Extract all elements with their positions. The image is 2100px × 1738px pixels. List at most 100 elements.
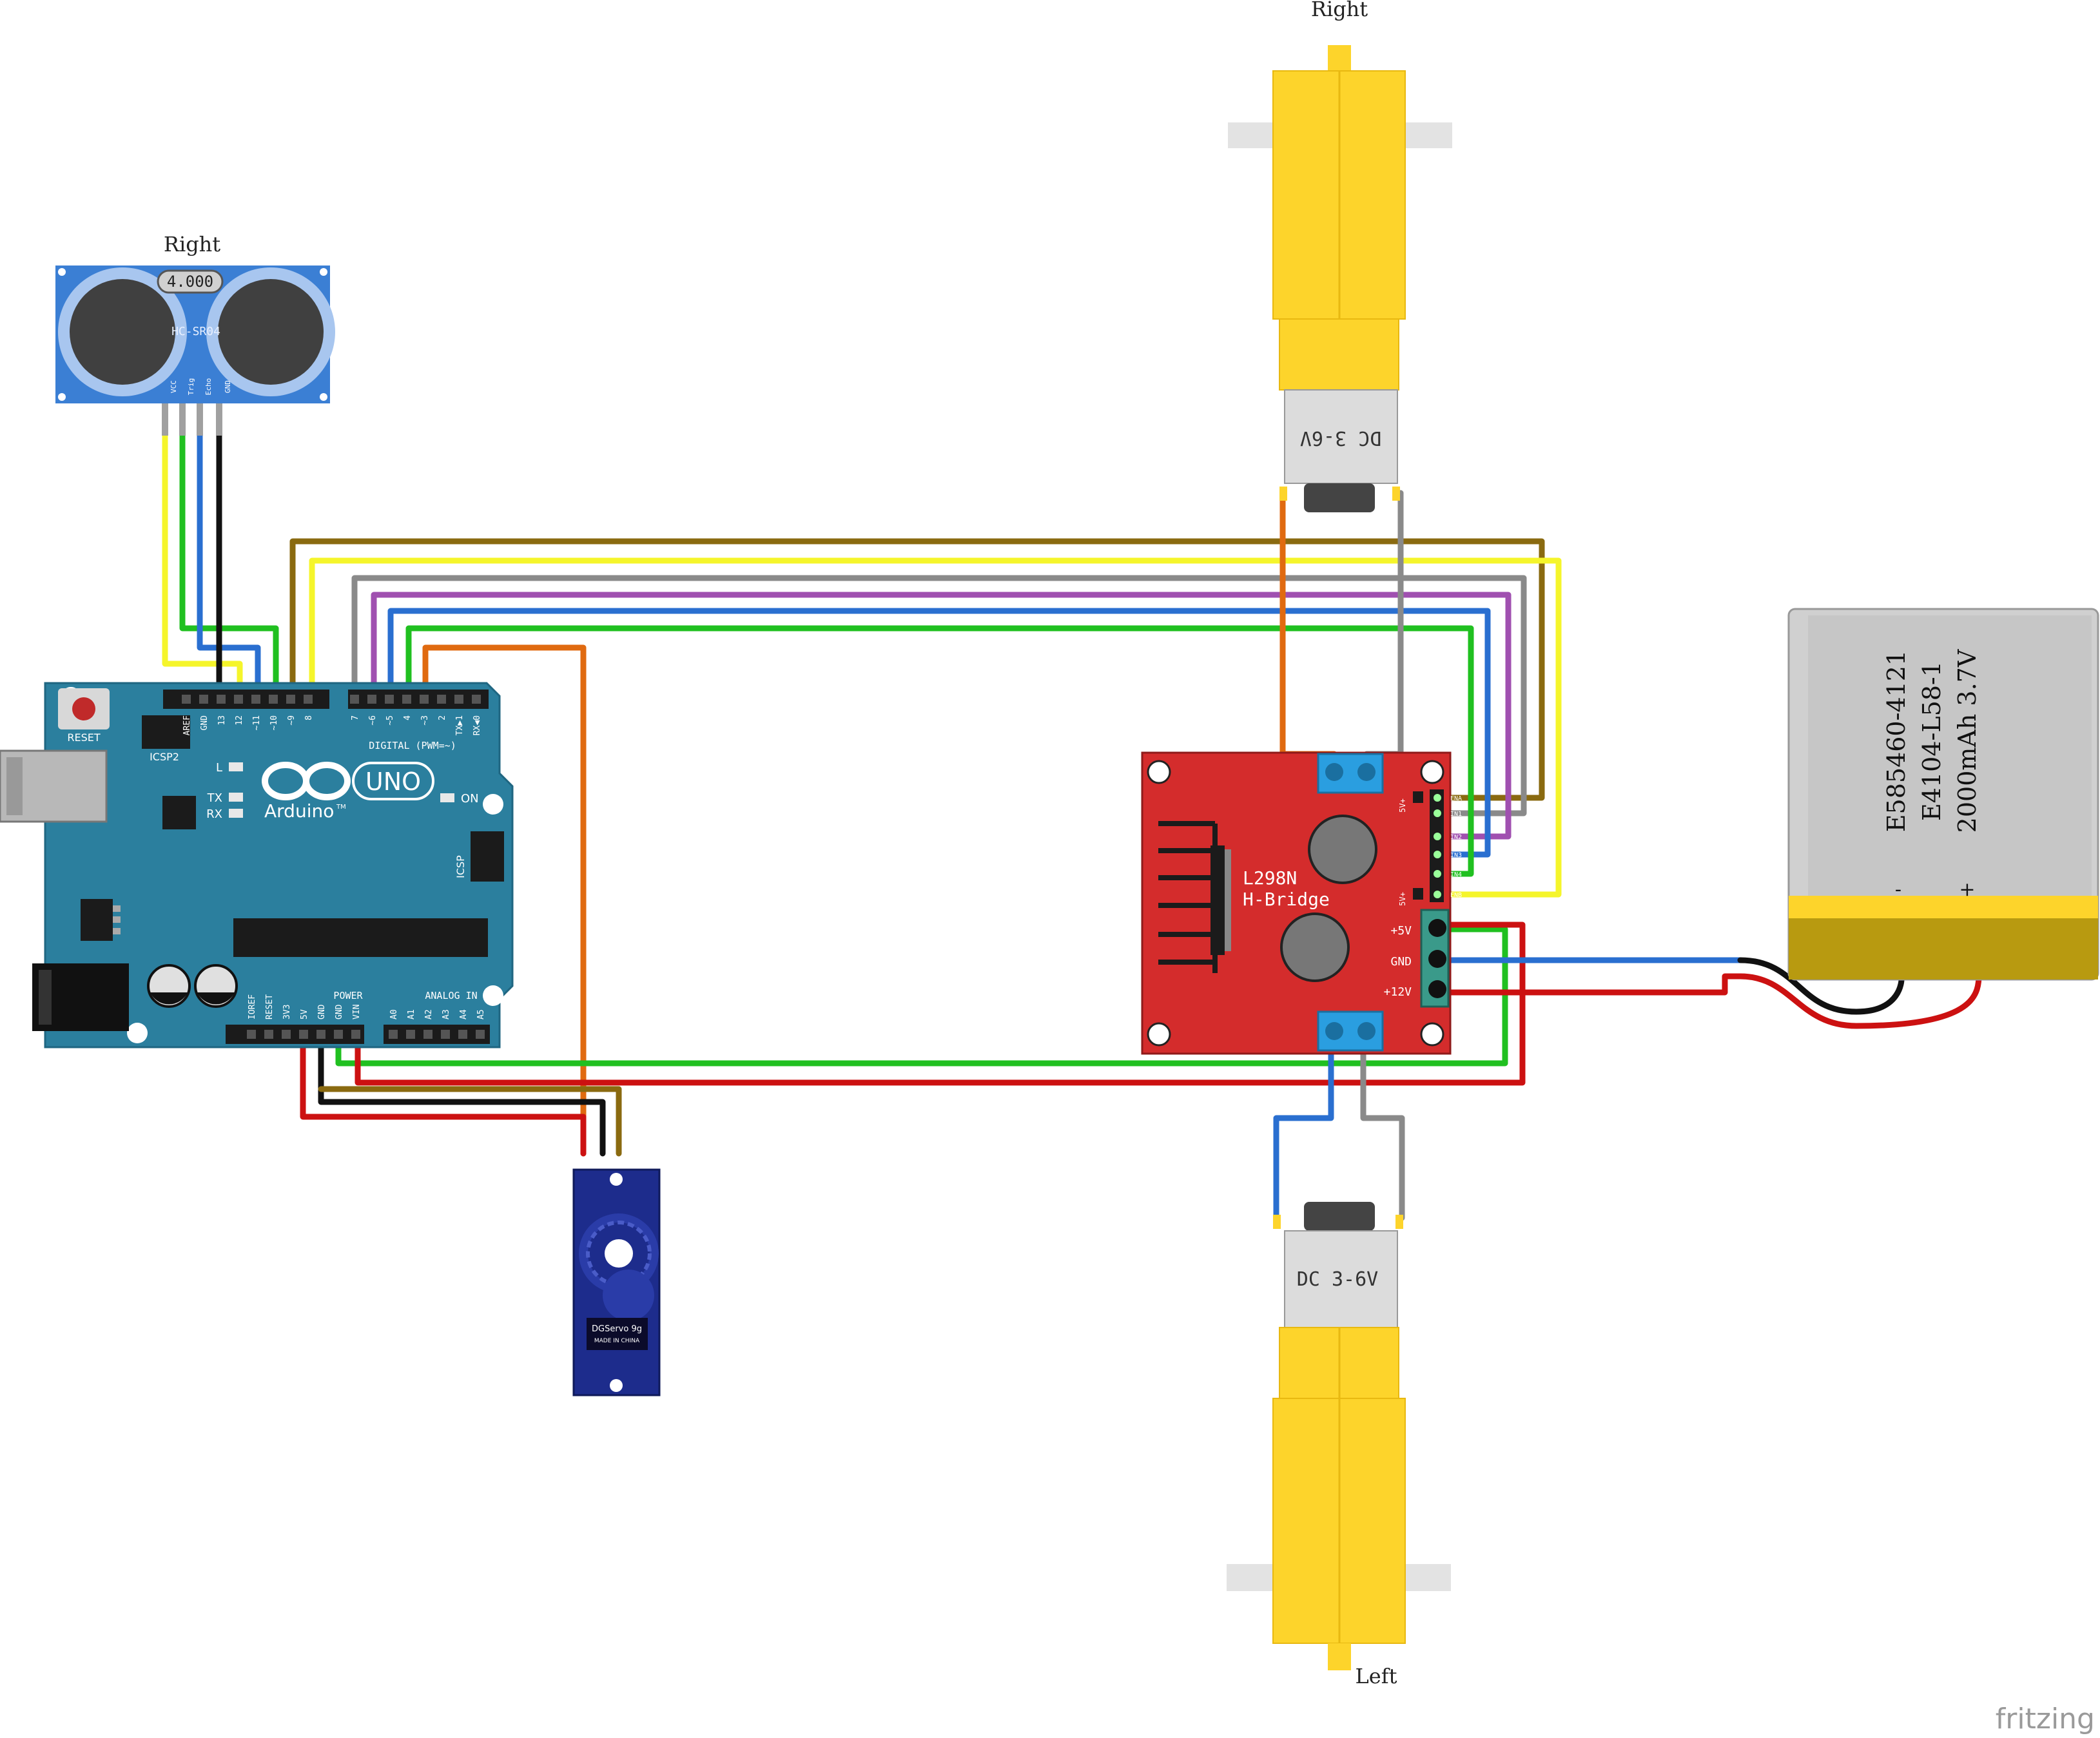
arduino-analog-pin[interactable]	[389, 1030, 398, 1039]
hbridge-input-pin-label: IN1	[1450, 811, 1462, 818]
arduino-digital-pin[interactable]	[402, 695, 411, 704]
arduino-digital-pin-label: ~5	[385, 715, 395, 726]
hbridge-input-pin-label: ENB	[1450, 892, 1462, 899]
arduino-digital-pin-label: ~10	[269, 715, 279, 730]
wire-top-motor-orange[interactable]	[1279, 490, 1337, 773]
arduino-digital-pin[interactable]	[437, 695, 446, 704]
arduino-digital-pin[interactable]	[269, 695, 278, 704]
wire-servo-brown[interactable]	[318, 1086, 622, 1157]
hbridge-input-pin[interactable]	[1432, 869, 1443, 879]
wire-servo-gnd-black[interactable]	[318, 1027, 606, 1157]
hbridge-input-pin-label: IN4	[1450, 871, 1462, 878]
wire-servo-signal-orange[interactable]	[422, 644, 587, 1157]
hbridge-input-pin[interactable]	[1432, 793, 1443, 803]
arduino-power-pin-label: GND	[335, 1004, 344, 1019]
hbridge-input-pin[interactable]	[1432, 849, 1443, 860]
hbridge-input-pin[interactable]	[1432, 831, 1443, 842]
arduino-power-pin-label: RESET	[265, 994, 275, 1019]
arduino-power-pin[interactable]	[299, 1030, 308, 1039]
arduino-digital-pin-label: AREF	[182, 715, 192, 735]
sensor-pin[interactable]	[197, 403, 203, 436]
wire-vcc-yellow[interactable]	[162, 432, 243, 696]
arduino-digital-pin[interactable]	[350, 695, 359, 704]
arduino-digital-pin[interactable]	[234, 695, 243, 704]
wire-echo-blue[interactable]	[197, 432, 261, 696]
wire-battery-pos-red[interactable]	[1434, 973, 1744, 996]
svg-text:5V+: 5V+	[1398, 798, 1407, 813]
arduino-digital-pin[interactable]	[420, 695, 429, 704]
svg-text:GND: GND	[1390, 955, 1412, 969]
svg-text:+12V: +12V	[1384, 985, 1412, 999]
svg-text:UNO: UNO	[365, 768, 421, 796]
sensor-crystal	[157, 269, 224, 294]
analog-header	[384, 1025, 490, 1044]
arduino-digital-pin-label: ~9	[287, 715, 297, 726]
svg-text:TX: TX	[207, 791, 222, 805]
hbridge-input-pin[interactable]	[1432, 889, 1443, 900]
arduino-power-pin[interactable]	[316, 1030, 326, 1039]
wire-trig-green[interactable]	[179, 432, 279, 696]
svg-text:DIGITAL (PWM=~): DIGITAL (PWM=~)	[369, 740, 456, 751]
svg-text:ANALOG IN: ANALOG IN	[425, 990, 477, 1001]
arduino-power-pin[interactable]	[247, 1030, 256, 1039]
arduino-digital-pin[interactable]	[472, 695, 481, 704]
arduino-power-pin[interactable]	[334, 1030, 343, 1039]
fritzing-watermark: fritzing	[1996, 1703, 2095, 1735]
uno-badge	[352, 762, 434, 800]
arduino-analog-pin[interactable]	[441, 1030, 450, 1039]
l298n-chip	[1210, 845, 1225, 955]
wire-in1-gray[interactable]	[351, 575, 1527, 816]
sensor-pin[interactable]	[162, 403, 168, 436]
svg-text:L: L	[216, 761, 222, 775]
arduino-analog-pin[interactable]	[406, 1030, 415, 1039]
arduino-digital-pin[interactable]	[251, 695, 260, 704]
svg-text:5V+: 5V+	[1398, 892, 1407, 906]
wire-bottom-motor-gray[interactable]	[1360, 1031, 1405, 1221]
arduino-power-pin[interactable]	[264, 1030, 273, 1039]
wire-enb-yellow[interactable]	[309, 557, 1562, 898]
arduino-power-pin[interactable]	[351, 1030, 360, 1039]
arduino-analog-pin-label: A1	[407, 1009, 416, 1019]
arduino-analog-pin[interactable]	[476, 1030, 485, 1039]
arduino-digital-pin-label: 7	[351, 715, 360, 720]
arduino-digital-pin[interactable]	[385, 695, 394, 704]
svg-text:TM: TM	[336, 804, 346, 811]
hbridge-input-pin[interactable]	[1432, 808, 1443, 818]
arduino-analog-pin-label: A2	[424, 1009, 434, 1019]
arduino-power-pin-label: 5V	[300, 1009, 309, 1019]
wire-servo-vcc-red[interactable]	[300, 1027, 587, 1157]
hbridge-input-header	[1430, 789, 1444, 902]
arduino-analog-pin[interactable]	[458, 1030, 467, 1039]
lipo-battery: E585460-4121 E4104-L58-1 2000mAh 3.7V - …	[1787, 608, 2099, 981]
wire-gnd-green[interactable]	[335, 926, 1508, 1067]
svg-text:ICSP2: ICSP2	[150, 751, 179, 763]
arduino-digital-pin[interactable]	[454, 695, 463, 704]
arduino-analog-pin[interactable]	[423, 1030, 433, 1039]
atmega-chip	[233, 918, 488, 957]
wire-bottom-motor-blue[interactable]	[1273, 1031, 1334, 1221]
arduino-digital-pin[interactable]	[182, 695, 191, 704]
arduino-digital-pin[interactable]	[304, 695, 313, 704]
arduino-digital-pin-label: 4	[403, 715, 413, 720]
wire-in2-purple[interactable]	[371, 592, 1512, 840]
servo-label-plate	[587, 1318, 648, 1350]
arduino-power-pin-label: 3V3	[282, 1005, 292, 1019]
arduino-digital-pin[interactable]	[199, 695, 208, 704]
wire-top-motor-gray[interactable]	[1363, 490, 1404, 773]
arduino-digital-pin[interactable]	[217, 695, 226, 704]
wire-battery-lead-red[interactable]	[1737, 970, 1982, 1029]
power-header	[226, 1025, 364, 1044]
arduino-analog-pin-label: A3	[442, 1009, 451, 1019]
wire-battery-lead-black[interactable]	[1737, 957, 1905, 1015]
arduino-digital-pin[interactable]	[286, 695, 295, 704]
sensor-pin[interactable]	[179, 403, 186, 436]
arduino-power-pin[interactable]	[282, 1030, 291, 1039]
arduino-digital-pin[interactable]	[367, 695, 376, 704]
svg-text:RESET: RESET	[67, 731, 100, 744]
sensor-pin[interactable]	[216, 403, 222, 436]
wire-5v-red[interactable]	[355, 922, 1526, 1086]
arduino-analog-pin-label: A0	[389, 1009, 399, 1019]
wire-in4-green[interactable]	[405, 625, 1474, 877]
